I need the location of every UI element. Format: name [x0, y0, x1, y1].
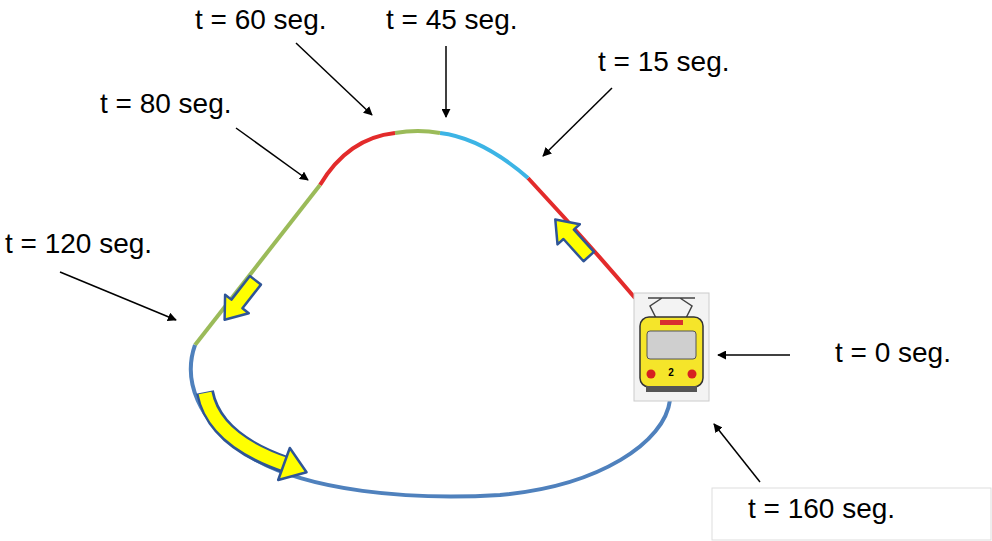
tram-light [688, 370, 697, 379]
leader-line [543, 88, 612, 156]
direction-arrow [544, 209, 600, 266]
leader-line [296, 43, 372, 115]
direction-arrow [213, 271, 267, 329]
tram-window [647, 331, 696, 359]
tram-body [640, 317, 703, 387]
track-cyan [440, 133, 528, 178]
direction-arrow-head [278, 448, 312, 488]
time-label: t = 45 seg. [386, 4, 518, 36]
leader-lines [60, 43, 790, 482]
track-green [395, 131, 440, 133]
track-green [195, 185, 320, 345]
tram-bumper [646, 386, 697, 392]
time-label: t = 15 seg. [598, 46, 730, 78]
time-label: t = 120 seg. [5, 228, 152, 260]
leader-line [718, 354, 790, 356]
leader-line [714, 424, 760, 482]
tram-sign [660, 320, 683, 325]
leader-line [236, 128, 308, 180]
time-label: t = 80 seg. [100, 88, 232, 120]
track-blue [191, 345, 670, 496]
tram-light [647, 370, 656, 379]
tram-number: 2 [668, 367, 674, 379]
time-label: t = 160 seg. [748, 493, 895, 525]
tram-frame [634, 293, 709, 401]
tram-icon [634, 293, 709, 401]
leader-line [445, 46, 447, 117]
label-panel [712, 488, 991, 540]
leader-line [60, 272, 176, 320]
direction-arrow [205, 393, 288, 465]
track [191, 131, 670, 496]
time-label: t = 0 seg. [835, 337, 951, 369]
track-red [320, 133, 395, 185]
time-label: t = 60 seg. [195, 4, 327, 36]
tram-pantograph [648, 298, 695, 318]
track-red [528, 178, 635, 298]
